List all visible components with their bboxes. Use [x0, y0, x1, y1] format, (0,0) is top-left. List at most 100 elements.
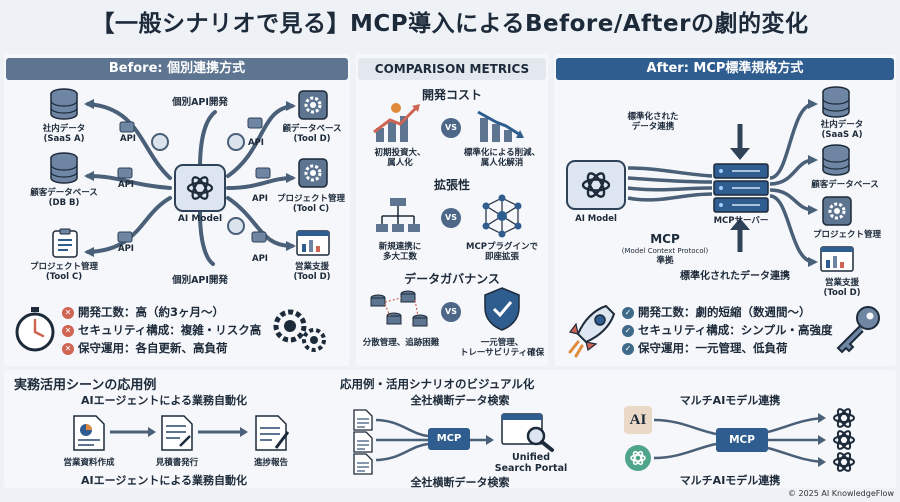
gear-icon [822, 196, 852, 226]
mcp-label: MCP [650, 232, 680, 246]
mcp-subtitle: (Model Context Protocol) [621, 247, 709, 255]
before-right-node-sub: (Tool C) [292, 204, 330, 214]
search-portal-icon [501, 413, 554, 452]
metric-title: 拡張性 [433, 178, 470, 192]
tree-diagram-icon [376, 198, 420, 232]
before-top-caption: 個別API開発 [172, 97, 228, 108]
s1-title: AIエージェントによる業務自動化 [80, 394, 248, 407]
before-right-node-sub: (Tool D) [293, 272, 331, 282]
vs-badge: VS [441, 208, 461, 228]
clipboard-icon [52, 228, 78, 258]
database-icon [50, 152, 78, 184]
dashboard-icon [820, 246, 854, 272]
bottom-center-title: 応用例・活用シナリオのビジュアル化 [340, 377, 535, 391]
database-icon [822, 86, 850, 118]
api-label: API [118, 244, 134, 254]
before-left-node-sub: (Tool C) [45, 272, 83, 282]
api-label: API [248, 138, 264, 148]
openai-logo-icon [174, 164, 226, 212]
after-node-sub: (Tool D) [823, 288, 861, 298]
metric-right-line: 一元管理、 [480, 338, 524, 348]
after-node-name: 営業支援 [824, 278, 859, 288]
before-left-node-sub: (SaaS A) [43, 134, 85, 144]
before-right-node-name: プロジェクト管理 [276, 194, 345, 204]
s2-portal-line: Unified [511, 452, 551, 463]
before-left-node-name: 社内データ [42, 124, 86, 134]
after-std-bottom: 標準化されたデータ連携 [680, 271, 790, 282]
metric-left-line: 属人化 [387, 158, 413, 168]
after-node-name: 顧客データベース [811, 180, 879, 190]
metric-left-line: 分散管理、追跡困難 [362, 338, 440, 348]
after-ai-model-label: AI Model [575, 214, 617, 224]
document-icon [353, 453, 373, 475]
page-title: 【一般シナリオで見る】MCP導入によるBefore/Afterの劇的変化 [91, 11, 809, 37]
before-right-node-sub: (Tool D) [293, 134, 331, 144]
after-node-sub: (SaaS A) [821, 130, 863, 140]
rocket-icon [568, 304, 616, 358]
report-chart-icon [73, 415, 105, 451]
after-bullet: ✓開発工数：劇的短縮（数週間〜） [622, 304, 811, 321]
s1-step-label: 見積書発行 [155, 458, 199, 468]
check-mark-icon: ✓ [622, 325, 634, 337]
before-ai-model-label: AI Model [177, 214, 223, 224]
before-bullet: ✕セキュリティ構成：複雑・リスク高 [62, 322, 261, 339]
mcp-standard: 準拠 [656, 256, 674, 266]
metric-right-line: トレーサビリティ確保 [459, 348, 545, 358]
metric-right-line: MCPプラグインで [466, 242, 538, 252]
network-icon [482, 194, 522, 238]
metric-left-line: 新規連携に [378, 242, 422, 252]
anthropic-logo-icon: AI [624, 406, 652, 434]
cost-increase-icon [373, 103, 420, 142]
before-left-node-name: プロジェクト管理 [29, 262, 98, 272]
database-icon [822, 144, 850, 176]
s1-caption: AIエージェントによる業務自動化 [80, 474, 248, 487]
x-mark-icon: ✕ [62, 343, 74, 355]
metric-right-line: 標準化による削減、 [463, 148, 541, 158]
after-bullet: ✓保守運用：一元管理、低負荷 [622, 340, 788, 357]
before-bullet: ✕保守運用：各自更新、高負荷 [62, 340, 228, 357]
openai-logo-icon [833, 452, 855, 472]
metric-left-line: 初期投資大、 [374, 148, 426, 158]
key-icon [836, 306, 880, 354]
openai-logo-icon [833, 408, 855, 428]
before-left-node-name: 顧客データベース [30, 188, 98, 198]
scattered-data-icon [370, 290, 428, 327]
metrics-header: COMPARISON METRICS [358, 58, 546, 80]
s1-step-label: 営業資料作成 [63, 458, 115, 468]
mcp-server-label: MCPサーバー [713, 216, 769, 226]
s3-mcp-box: MCP [716, 428, 768, 452]
vs-badge: VS [441, 118, 461, 138]
openai-logo-icon [625, 445, 651, 471]
vs-badge: VS [441, 302, 461, 322]
document-icon [353, 409, 373, 431]
check-mark-icon: ✓ [622, 307, 634, 319]
s2-mcp-box: MCP [428, 428, 470, 450]
document-icon [353, 431, 373, 453]
metric-title: データガバナンス [404, 272, 500, 286]
api-label: API [252, 254, 268, 264]
metric-right-line: 即座拡張 [484, 252, 519, 262]
x-mark-icon: ✕ [62, 325, 74, 337]
check-mark-icon: ✓ [622, 343, 634, 355]
gears-icon [273, 309, 326, 352]
metric-left-line: 多大工数 [382, 252, 417, 262]
s3-title: マルチAIモデル連携 [679, 394, 781, 407]
stopwatch-icon [15, 307, 55, 352]
shield-icon [484, 287, 520, 331]
s2-portal-line: Search Portal [494, 463, 568, 474]
invoice-icon [161, 415, 193, 451]
x-mark-icon: ✕ [62, 307, 74, 319]
after-header: After: MCP標準規格方式 [556, 58, 894, 80]
after-node-name: 社内データ [820, 120, 864, 130]
before-right-node-name: 営業支援 [294, 262, 329, 272]
gear-icon [298, 90, 328, 120]
metric-title: 開発コスト [421, 88, 482, 102]
s2-title: 全社横断データ検索 [410, 394, 510, 407]
api-label: API [252, 194, 268, 204]
server-icon [713, 163, 769, 213]
